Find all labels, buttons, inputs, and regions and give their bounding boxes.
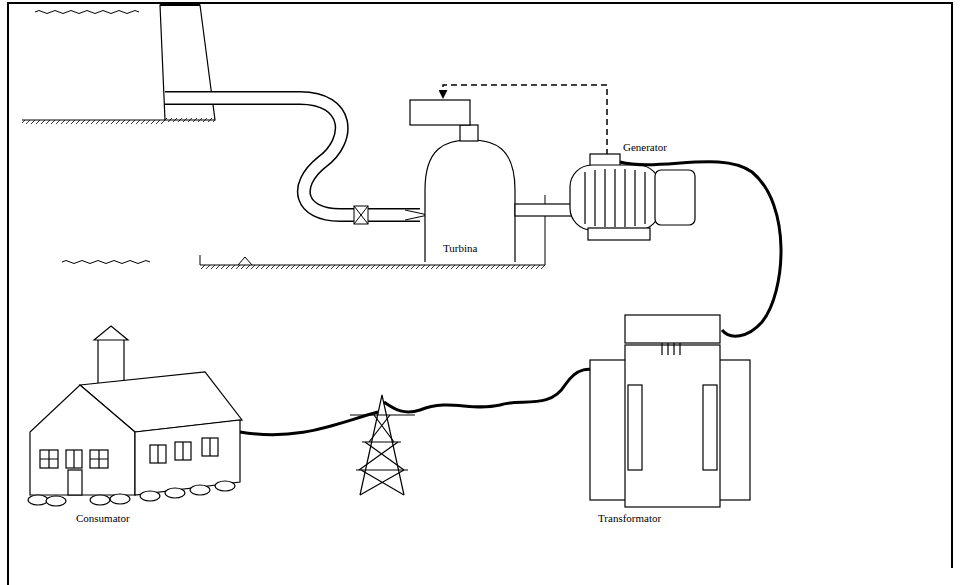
transformer (590, 315, 750, 507)
frame-part (8, 3, 952, 585)
transformer-part (662, 343, 680, 355)
house-part (140, 491, 160, 501)
generator-part (585, 169, 645, 227)
house-part (90, 495, 110, 505)
transmission-tower-part (350, 415, 415, 470)
house-part (30, 385, 135, 495)
upper-reservoir-part (22, 120, 165, 124)
turbine-part (410, 100, 470, 125)
penstock-pipe-part (165, 98, 420, 215)
transformer-part (625, 345, 720, 507)
dam-part (160, 4, 200, 6)
house-part (46, 496, 66, 506)
generator-label: Generator (622, 141, 668, 154)
house-part (135, 420, 240, 495)
penstock-pipe (165, 98, 420, 215)
valve-part (354, 206, 368, 224)
house-part (28, 495, 48, 505)
transformer-part (628, 385, 642, 470)
turbine-part (425, 140, 515, 262)
valve-part (354, 206, 368, 224)
transformer-label: Transformator (597, 512, 662, 525)
house-part (68, 470, 82, 495)
upper-reservoir-part (35, 11, 139, 14)
generator-part (588, 228, 650, 240)
house-part (40, 438, 210, 468)
penstock-pipe-part (165, 98, 420, 215)
generator-part (655, 170, 695, 225)
tailwater-part (62, 261, 150, 264)
generator-part (570, 165, 660, 230)
turbine-label: Turbina (442, 242, 478, 255)
house-part (215, 481, 235, 491)
house-part (110, 494, 130, 504)
power-cable-part (620, 162, 781, 336)
governor-signal (443, 85, 607, 155)
generator-part (590, 154, 620, 166)
house (28, 326, 242, 506)
upper-reservoir-part (22, 120, 165, 121)
generator (570, 154, 695, 240)
tailwater-part (238, 257, 252, 265)
house-part (165, 488, 185, 498)
house-part (190, 485, 210, 495)
transformer-part (625, 315, 720, 343)
transformer-part (703, 385, 717, 470)
upper-reservoir (22, 11, 165, 125)
turbine (410, 100, 572, 262)
turbine-part (460, 125, 478, 141)
consumer-label: Consumator (75, 512, 131, 525)
house-part (94, 326, 128, 340)
power-cable-part (384, 369, 608, 412)
frame (8, 3, 952, 585)
transmission-tower-part (360, 395, 404, 495)
transmission-tower-part (359, 415, 404, 495)
turbine-part (515, 204, 572, 216)
valve (354, 206, 428, 224)
governor-signal-part (443, 85, 607, 155)
transmission-tower (350, 395, 415, 495)
dam-part (165, 118, 215, 122)
tailwater-part (200, 265, 545, 269)
